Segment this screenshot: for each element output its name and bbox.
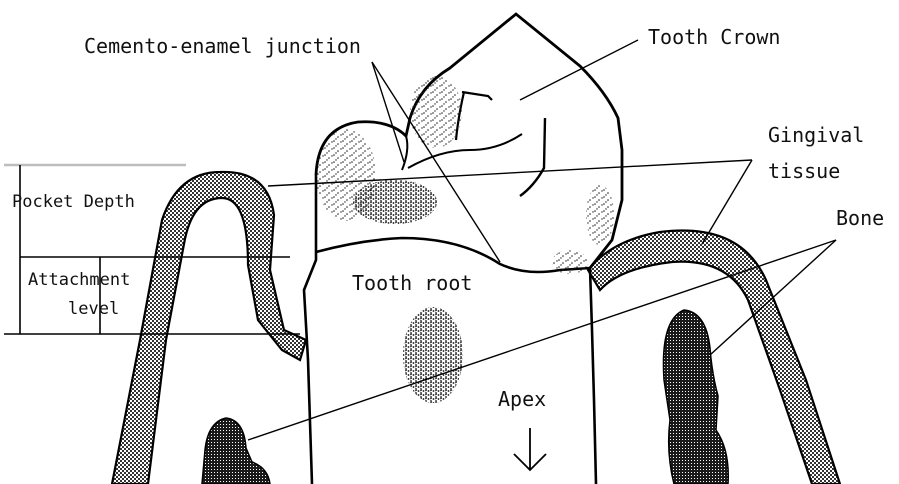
label-tooth-crown: Tooth Crown	[648, 25, 780, 49]
crown-speckle	[410, 76, 462, 148]
label-gingival: Gingival	[768, 123, 864, 147]
cej-leader-2	[372, 62, 404, 162]
crown-speckle-dense	[353, 180, 437, 224]
label-bone: Bone	[836, 206, 884, 230]
crown-fissure-5	[402, 136, 407, 170]
label-apex: Apex	[498, 387, 546, 411]
root-speckle	[403, 307, 463, 403]
bone-left	[202, 418, 270, 484]
apex-arrow-icon	[514, 428, 546, 470]
tooth-left-wall	[304, 175, 316, 484]
label-cemento-enamel-junction: Cemento-enamel junction	[84, 34, 361, 58]
label-pocket-depth: Pocket Depth	[12, 192, 135, 212]
crown-fissure-4	[520, 118, 545, 196]
label-level: level	[68, 299, 119, 319]
tooth-right-wall	[590, 268, 596, 484]
crown-leader	[520, 40, 638, 100]
crown-fissure-2	[462, 92, 492, 100]
root-speckle-right	[552, 250, 588, 274]
label-tooth-root: Tooth root	[352, 271, 472, 295]
cemento-enamel-line	[316, 238, 590, 272]
gingival-leader-right	[702, 160, 752, 244]
label-attachment: Attachment	[28, 270, 130, 290]
label-tissue: tissue	[768, 159, 840, 183]
crown-speckle-right	[586, 185, 614, 245]
bone-right	[663, 310, 728, 484]
